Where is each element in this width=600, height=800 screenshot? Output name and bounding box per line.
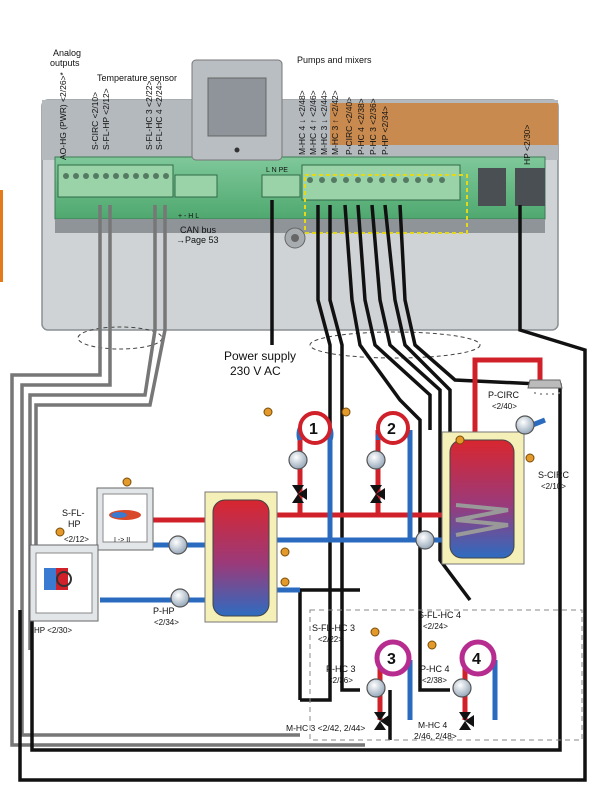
- s-circ-label: S-CIRC: [538, 470, 569, 480]
- pump-terminal-4: P-CIRC <2/40>: [344, 97, 354, 155]
- sensor-wires: [10, 205, 365, 747]
- m-hc3-label: M-HC 3 <2/42, 2/44>: [286, 723, 365, 733]
- pumps: [168, 415, 535, 698]
- p-hc4-code: <2/38>: [422, 676, 447, 685]
- dhw-tank: [441, 431, 525, 565]
- pump-p-circ: [515, 415, 535, 435]
- circuit-1-number: 1: [309, 421, 318, 438]
- side-marker: [0, 190, 3, 282]
- hp-terminal-label: HP <2/30>: [522, 124, 532, 165]
- s-fl-hc3-label: S-FL-HC 3: [312, 623, 355, 633]
- p-circ-code: <2/40>: [492, 402, 517, 411]
- circuit-4-number: 4: [472, 651, 481, 668]
- buffer-tank: [204, 491, 278, 623]
- heat-pump: [29, 544, 99, 622]
- analog-outputs-label-2: outputs: [50, 58, 80, 68]
- temperature-sensors: [55, 407, 535, 650]
- analog-outputs-label: Analog: [53, 48, 81, 58]
- pump-hc2: [366, 450, 386, 470]
- p-circ-label: P-CIRC: [488, 390, 519, 400]
- p-hc3-label: P-HC 3: [326, 664, 356, 674]
- temperature-sensor-label: Temperature sensor: [97, 73, 177, 83]
- pump-p-hc4: [452, 678, 472, 698]
- pump-terminal-1: M-HC 4 ↑ <2/46>: [308, 90, 318, 155]
- pump-terminal-6: P-HC 3 <2/36>: [368, 98, 378, 155]
- heating-circuit-1: [296, 411, 334, 445]
- hp-label: HP <2/30>: [34, 626, 72, 635]
- pump-boiler: [168, 535, 188, 555]
- circuit-2-number: 2: [387, 421, 396, 438]
- pump-hc1: [288, 450, 308, 470]
- p-hc4-label: P-HC 4: [420, 664, 450, 674]
- pumps-mixers-label: Pumps and mixers: [297, 55, 372, 65]
- m-hc4-label: M-HC 4: [418, 720, 448, 730]
- p-hp-label: P-HP: [153, 606, 175, 616]
- s-fl-hc3-code: <2/22>: [318, 635, 343, 644]
- pump-terminal-7: P-HP <2/34>: [380, 106, 390, 155]
- boiler-label: I -> II: [114, 537, 130, 544]
- can-bus-label: CAN bus: [180, 225, 217, 235]
- pump-p-hc3: [366, 678, 386, 698]
- heating-circuit-2: [375, 411, 413, 445]
- circuit-3-number: 3: [387, 651, 396, 668]
- m-hc4-code: 2/46, 2/48>: [414, 731, 457, 741]
- mixer-valves: [292, 485, 474, 730]
- pump-terminal-0: M-HC 4 ↓ <2/48>: [297, 90, 307, 155]
- heating-circuit-3: [374, 639, 412, 677]
- can-bus-page-label: →Page 53: [176, 235, 219, 245]
- controller-housing: [41, 59, 559, 331]
- heating-circuit-4: [459, 639, 497, 677]
- boiler: [96, 487, 154, 551]
- cable-entry-right: [309, 331, 481, 359]
- s-fl-hc4-label: S-FL-HC 4: [418, 610, 461, 620]
- pump-terminal-3: M-HC 3 ↑ <2/42>: [330, 90, 340, 155]
- power-terminal-label: L N PE: [266, 167, 288, 174]
- p-hp-code: <2/34>: [154, 618, 179, 627]
- can-terminal-label: + - H L: [178, 213, 199, 220]
- power-voltage-label: 230 V AC: [230, 364, 281, 378]
- s-circ-terminal-label: S-CIRC <2/10>: [90, 92, 100, 150]
- p-hc3-code: <2/36>: [328, 676, 353, 685]
- pump-terminal-2: M-HC 3 ↓ <2/44>: [319, 90, 329, 155]
- s-fl-hc4-code: <2/24>: [423, 622, 448, 631]
- s-fl-hp-terminal-label: S-FL-HP <2/12>: [101, 88, 111, 150]
- power-supply-label: Power supply: [224, 349, 296, 363]
- s-fl-hp-code: <2/12>: [64, 535, 89, 544]
- s-circ-code: <2/10>: [541, 482, 566, 491]
- pump-p-hp: [170, 588, 190, 608]
- analog-terminal-label: AO-HG (PWR) <2/26>*: [58, 71, 68, 160]
- shower-icon: [527, 379, 563, 395]
- circuits-3-4-box: [309, 609, 583, 741]
- s-fl-hp-label: S-FL-: [62, 508, 85, 518]
- s-fl-hc4-terminal-label: S-FL-HC 4 <2/24>: [154, 81, 164, 150]
- s-fl-hc3-terminal-label: S-FL-HC 3 <2/22>: [144, 81, 154, 150]
- s-fl-hp-label-2: HP: [68, 519, 81, 529]
- pump-dhw: [415, 530, 435, 550]
- pump-terminal-5: P-HC 4 <2/38>: [356, 98, 366, 155]
